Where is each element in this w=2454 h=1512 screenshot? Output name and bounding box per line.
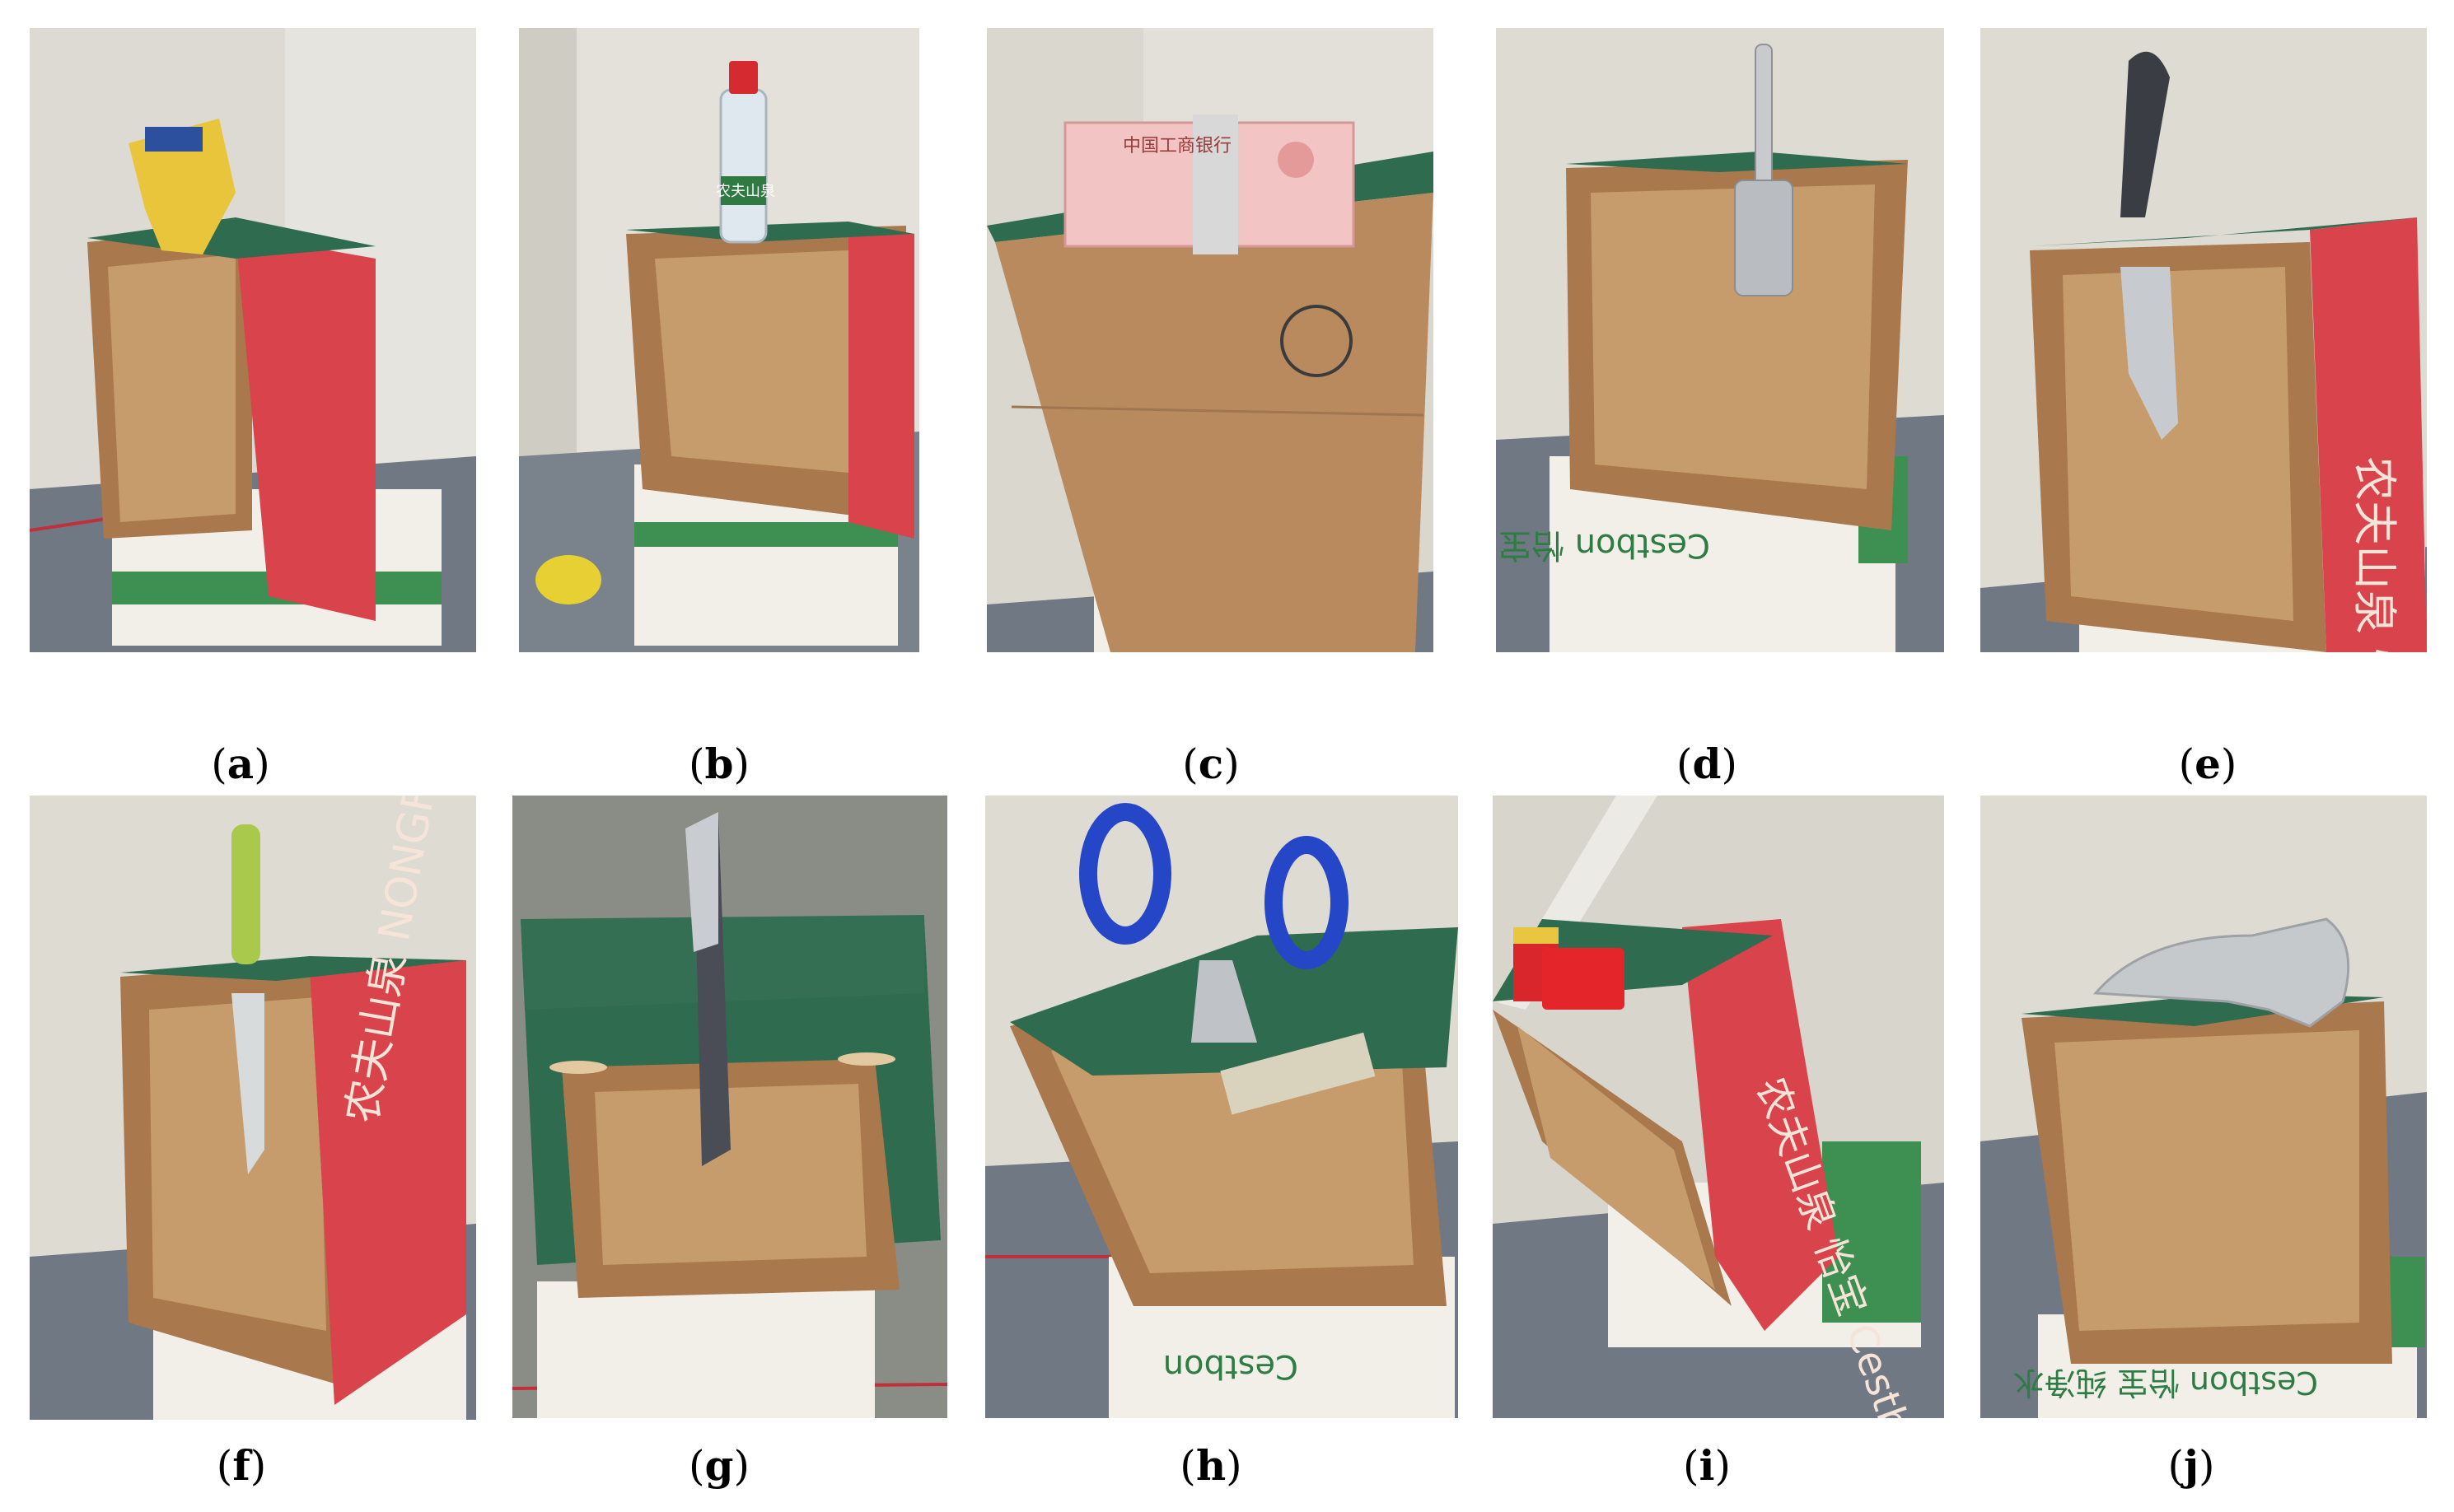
chef-knife-icon xyxy=(2120,51,2170,217)
photo-text-c: 中国工商银行 xyxy=(1123,136,1232,156)
caption-a: (a) xyxy=(211,740,270,788)
photo-c: 中国工商银行 xyxy=(987,28,1433,652)
recycle-icon xyxy=(1280,305,1353,377)
caption-c: (c) xyxy=(1182,740,1240,788)
caption-f: (f) xyxy=(216,1441,267,1490)
caption-d: (d) xyxy=(1676,740,1737,788)
foil-gun-icon xyxy=(2092,917,2350,1028)
photo-d: Cestbon 怡宝 纯净水 xyxy=(1496,28,1944,652)
photo-e: 农夫山泉 怡宝 xyxy=(1980,28,2427,652)
photo-text-h: Cestbon xyxy=(1163,1347,1298,1385)
caption-b: (b) xyxy=(689,740,750,788)
photo-text-d: Cestbon 怡宝 纯净水 xyxy=(1496,526,1710,564)
green-knife-icon xyxy=(231,824,260,964)
photo-text-e: 农夫山泉 怡宝 xyxy=(2349,456,2400,652)
photo-f: 农夫山泉 NONGFU SPRING Cestbon 怡宝 xyxy=(30,796,476,1420)
caption-g: (g) xyxy=(689,1441,750,1490)
photo-j: Cestbon 怡宝 纯净水 xyxy=(1980,796,2427,1418)
caption-i: (i) xyxy=(1682,1441,1732,1490)
snack-bag-icon xyxy=(129,119,236,254)
photo-a xyxy=(30,28,476,652)
photo-g xyxy=(512,796,947,1418)
caption-h: (h) xyxy=(1180,1441,1242,1490)
caption-e: (e) xyxy=(2178,740,2237,788)
water-bottle-icon xyxy=(719,88,768,244)
photo-text-b: 农夫山泉 xyxy=(716,183,775,200)
caption-j: (j) xyxy=(2167,1441,2215,1490)
photo-i: 农夫山泉 怡宝 Cestbon xyxy=(1493,796,1944,1418)
scissors-icon xyxy=(1079,803,1171,945)
photo-text-j: Cestbon 怡宝 纯净水 xyxy=(2013,1365,2318,1401)
grater-icon xyxy=(1755,44,1773,189)
photo-b: 农夫山泉 xyxy=(519,28,919,652)
photo-h: Cestbon xyxy=(985,796,1458,1418)
